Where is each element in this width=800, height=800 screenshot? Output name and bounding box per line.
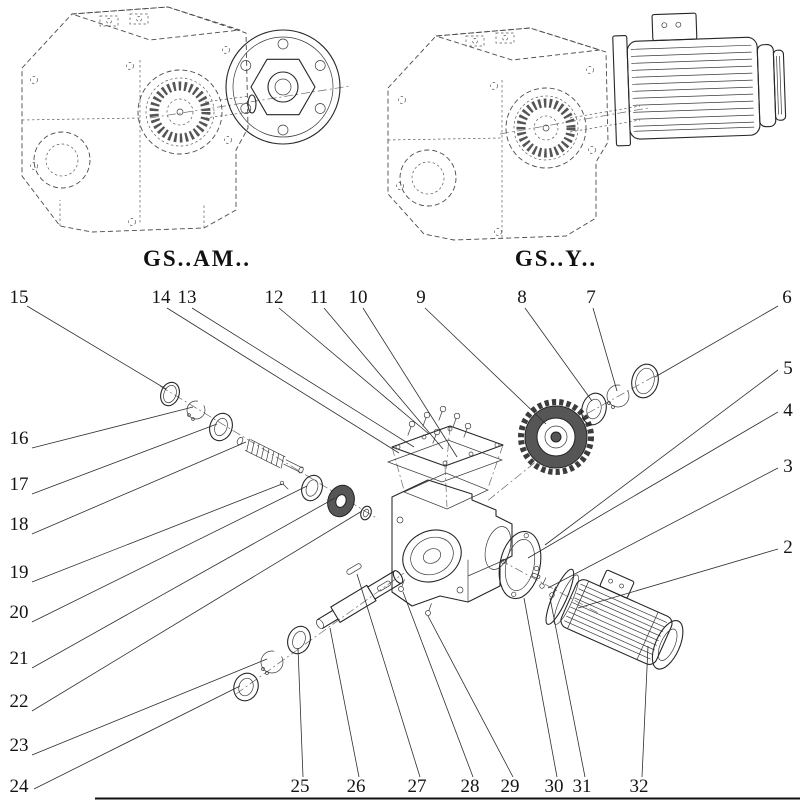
flange-fasteners <box>531 572 557 598</box>
callout-30: 30 <box>545 776 564 797</box>
output-bore <box>402 529 462 583</box>
worm-wheel <box>327 484 355 518</box>
callout-7: 7 <box>586 287 596 308</box>
callout-13: 13 <box>178 287 197 308</box>
callout-10: 10 <box>349 287 368 308</box>
callout-16: 16 <box>10 428 29 449</box>
callout-9: 9 <box>416 287 426 308</box>
callout-17: 17 <box>10 474 29 495</box>
callout-3: 3 <box>783 456 793 477</box>
cover-plate <box>386 425 504 483</box>
leader-lines <box>26 305 779 790</box>
exploded-motor <box>545 568 684 670</box>
callout-31: 31 <box>573 776 592 797</box>
worm-shaft-chain <box>160 381 372 521</box>
dowel-pin <box>279 480 289 490</box>
model-label-left: GS..AM.. <box>143 246 251 271</box>
worm-gear-shaft <box>236 436 304 474</box>
callout-8: 8 <box>517 287 527 308</box>
output-flange <box>225 29 341 145</box>
motor-fins <box>564 583 667 660</box>
spline-hub-icon <box>137 69 223 155</box>
electric-motor <box>612 12 787 147</box>
callout-11: 11 <box>310 287 328 308</box>
terminal-box <box>599 569 635 599</box>
gear-side-rings <box>581 363 659 426</box>
callout-15: 15 <box>10 287 29 308</box>
model-label-right: GS..Y.. <box>515 246 597 271</box>
shaft-key <box>346 563 362 575</box>
callout-28: 28 <box>461 776 480 797</box>
callout-2: 2 <box>783 537 793 558</box>
callout-25: 25 <box>291 776 310 797</box>
front-view-gs-y <box>387 12 787 241</box>
gear-housing <box>391 472 513 607</box>
callout-21: 21 <box>10 648 29 669</box>
fan-cover <box>772 49 787 121</box>
callout-19: 19 <box>10 562 29 583</box>
output-shaft <box>316 570 404 629</box>
callout-22: 22 <box>10 691 29 712</box>
callout-23: 23 <box>10 735 29 756</box>
callout-14: 14 <box>152 287 172 308</box>
callout-27: 27 <box>408 776 427 797</box>
callout-29: 29 <box>501 776 520 797</box>
callout-4: 4 <box>783 400 793 421</box>
callout-5: 5 <box>783 358 793 379</box>
callout-20: 20 <box>10 602 29 623</box>
callout-6: 6 <box>782 287 792 308</box>
exploded-view <box>159 363 684 702</box>
output-shaft-chain <box>233 563 404 702</box>
callout-18: 18 <box>10 514 29 535</box>
callout-32: 32 <box>630 776 649 797</box>
terminal-box <box>651 12 698 42</box>
callout-26: 26 <box>347 776 366 797</box>
motor-flange-ring <box>498 530 542 600</box>
front-view-gs-am <box>21 6 351 233</box>
housing-bolts <box>398 579 432 616</box>
output-gear <box>518 399 594 475</box>
motor-fins <box>630 44 755 132</box>
spline-hub-icon <box>505 87 587 169</box>
cover-bolts <box>407 405 472 444</box>
callout-numbers: 15 14 13 12 11 10 9 8 7 6 5 4 3 2 16 17 … <box>10 287 794 797</box>
callout-24: 24 <box>10 776 30 797</box>
callout-12: 12 <box>265 287 284 308</box>
